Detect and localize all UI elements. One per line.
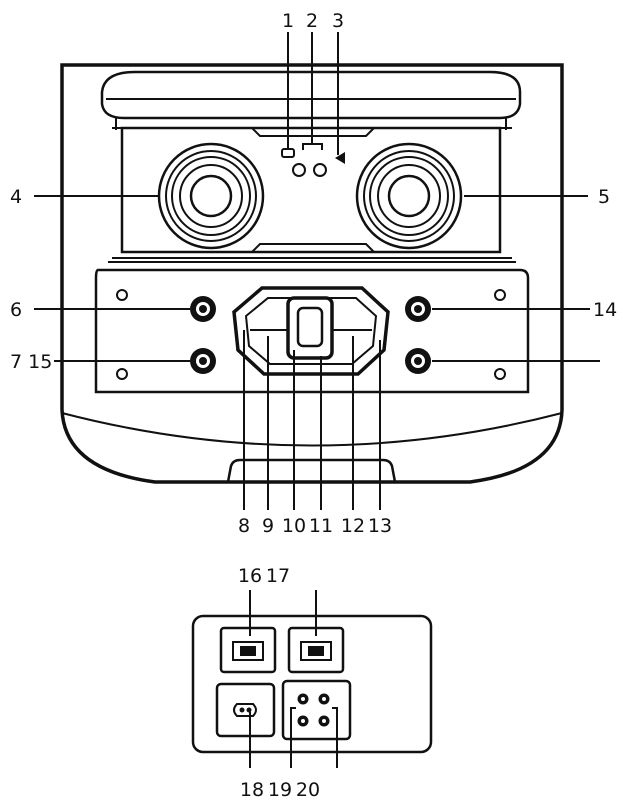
knob-7 — [190, 348, 216, 374]
control-panel — [94, 261, 530, 394]
callout-16: 16 — [238, 565, 262, 587]
speaker-body — [60, 63, 564, 484]
knob-15 — [405, 348, 431, 374]
callout-20: 20 — [296, 779, 320, 801]
knob-6 — [190, 296, 216, 322]
callout-9: 9 — [262, 515, 274, 537]
indicator-light-right — [313, 163, 327, 177]
audio-ports — [281, 679, 352, 741]
indicator-lights — [281, 148, 345, 177]
callout-11: 11 — [309, 515, 333, 537]
control-pad — [232, 286, 390, 376]
callout-5: 5 — [598, 186, 610, 208]
knob-14 — [405, 296, 431, 322]
panel-screws — [116, 289, 506, 380]
led-indicator — [281, 148, 295, 158]
callout-18: 18 — [240, 779, 264, 801]
leader-lines — [34, 32, 600, 768]
callout-13: 13 — [368, 515, 392, 537]
callout-10: 10 — [282, 515, 306, 537]
power-switch-left — [219, 626, 277, 674]
woofer-left — [157, 142, 265, 250]
callout-6: 6 — [10, 299, 22, 321]
callout-17: 17 — [266, 565, 290, 587]
callout-14: 14 — [593, 299, 617, 321]
callout-1: 1 — [282, 10, 294, 32]
ac-inlet — [215, 682, 276, 738]
callout-labels: 1 2 3 4 5 6 7 15 14 8 9 10 11 12 13 16 1… — [10, 10, 617, 801]
callout-8: 8 — [238, 515, 250, 537]
callout-7-15: 7 15 — [10, 351, 52, 373]
callout-3: 3 — [332, 10, 344, 32]
sensor-icon — [335, 152, 345, 164]
center-button — [286, 296, 334, 360]
callout-12: 12 — [341, 515, 365, 537]
callout-19: 19 — [268, 779, 292, 801]
callout-4: 4 — [10, 186, 22, 208]
indicator-light-left — [292, 163, 306, 177]
callout-2: 2 — [306, 10, 318, 32]
rear-panel — [191, 614, 433, 754]
bottom-foot — [226, 458, 397, 483]
woofer-right — [355, 142, 463, 250]
